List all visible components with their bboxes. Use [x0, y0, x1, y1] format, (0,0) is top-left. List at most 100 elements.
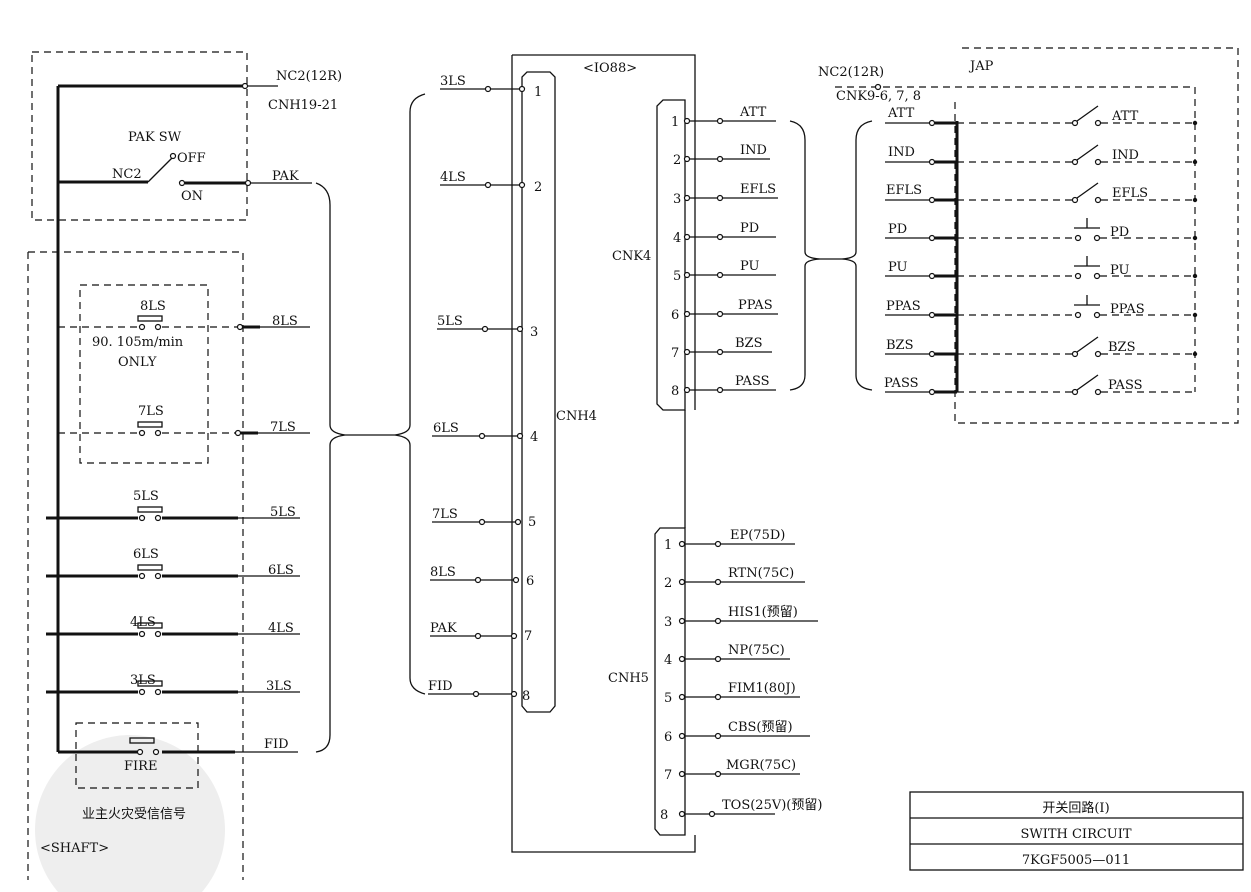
- cnk4-label: CNK4: [612, 249, 651, 264]
- cnh4-pin: 7LS 5: [432, 507, 536, 530]
- cnh5-pin-label: FIM1(80J): [728, 681, 796, 696]
- jap-row: BZS BZS: [885, 336, 1198, 358]
- jap-row-out-label: PASS: [1108, 378, 1143, 393]
- jap-nc2-12r: NC2(12R): [818, 65, 884, 80]
- cnk4-pin-number: 6: [671, 308, 679, 323]
- speed-note: 90. 105m/min: [92, 335, 184, 350]
- cnh5-pin-number: 4: [664, 653, 672, 668]
- cnh5-pin-number: 7: [664, 768, 672, 783]
- jap-row: PU PU: [885, 256, 1198, 280]
- cnh5-pin-label: RTN(75C): [728, 566, 794, 581]
- pak-output-label: PAK: [272, 169, 299, 184]
- title-block: 开关回路(Ⅰ) SWITH CIRCUIT 7KGF5005—011: [909, 791, 1244, 871]
- cnh4-pins: 3LS 1 4LS 2 5LS 3 6LS 4 7LS 5: [428, 74, 542, 704]
- cnh5-pin-label: HIS1(预留): [728, 605, 798, 620]
- cnh4-pin-label: 6LS: [433, 421, 459, 436]
- off-label: OFF: [177, 151, 206, 166]
- jap-row-in-label: PASS: [884, 376, 919, 391]
- cnh4-pin-number: 6: [526, 574, 534, 589]
- cnh5-pin-label: CBS(预留): [728, 720, 793, 735]
- left-nc2-12r: NC2(12R): [276, 69, 342, 84]
- cnk4-pin-number: 5: [673, 269, 681, 284]
- cnh4-pin-label: 5LS: [437, 314, 463, 329]
- cnh4-label: CNH4: [556, 409, 597, 424]
- cnk4-pin-number: 4: [673, 231, 681, 246]
- switch-4ls-label: 4LS: [130, 615, 156, 630]
- cnh4-pin-number: 5: [528, 515, 536, 530]
- nc2-label: NC2: [112, 167, 142, 182]
- cnh4-pin: FID 8: [428, 679, 530, 704]
- cnk4-pin: 7 BZS: [671, 336, 772, 361]
- cnh5-pin-number: 2: [664, 576, 672, 591]
- cnh4-pin-label: PAK: [430, 621, 457, 636]
- jap-cnk9-label: CNK9-6, 7, 8: [836, 89, 921, 104]
- jap-section: JAP NC2(12R) CNK9-6, 7, 8 ATT ATT IND IN…: [789, 47, 1239, 424]
- cnh4-pin-number: 1: [534, 85, 542, 100]
- jap-row-out-label: PU: [1110, 263, 1130, 278]
- left-section: NC2(12R) CNH19-21 PAK SW NC2 OFF ON PAK …: [27, 51, 426, 880]
- cnk4-pin-label: BZS: [735, 336, 763, 351]
- cnk4-pin-number: 3: [673, 192, 681, 207]
- output-7ls-label: 7LS: [270, 420, 296, 435]
- cnh5-pin-number: 1: [664, 538, 672, 553]
- cnk4-pin-label: PD: [740, 221, 759, 236]
- cnk4-pin-number: 1: [671, 115, 679, 130]
- cnh4-pin: 4LS 2: [440, 170, 542, 195]
- output-8ls-label: 8LS: [272, 314, 298, 329]
- cnh5-pin-number: 8: [660, 808, 668, 823]
- jap-row-out-label: ATT: [1111, 109, 1139, 124]
- left-cnh19-21: CNH19-21: [268, 98, 338, 113]
- title-code: 7KGF5005—011: [1022, 853, 1130, 868]
- output-5ls-label: 5LS: [270, 505, 296, 520]
- cnk4-pin-label: IND: [740, 143, 767, 158]
- cnk4-pin: 8 PASS: [671, 374, 776, 399]
- cnh5-pin: 1 EP(75D): [664, 528, 795, 553]
- cnh5-pin-number: 6: [664, 730, 672, 745]
- cnh4-pin-label: 8LS: [430, 565, 456, 580]
- on-label: ON: [181, 189, 203, 204]
- cnh4-pin-label: 7LS: [432, 507, 458, 522]
- cnh5-pin: 3 HIS1(预留): [664, 605, 818, 630]
- cnh4-pin-number: 3: [530, 325, 538, 340]
- cnh5-pin: 4 NP(75C): [664, 643, 790, 668]
- cnk4-pin-label: ATT: [739, 105, 767, 120]
- cnk4-pin-label: PASS: [735, 374, 770, 389]
- cnh4-pin-label: 4LS: [440, 170, 466, 185]
- jap-row: PD PD: [885, 218, 1198, 242]
- jap-row-in-label: EFLS: [886, 183, 922, 198]
- jap-row: PPAS PPAS: [885, 295, 1198, 319]
- cnh5-pins: 1 EP(75D) 2 RTN(75C) 3 HIS1(预留) 4 NP(75C…: [660, 528, 822, 823]
- cnh5-pin-label: NP(75C): [728, 643, 785, 658]
- jap-row-in-label: PD: [888, 222, 907, 237]
- output-3ls-label: 3LS: [266, 679, 292, 694]
- cnk4-pin: 3 EFLS: [673, 182, 778, 207]
- title-cn: 开关回路(Ⅰ): [1042, 800, 1109, 816]
- jap-row-in-label: IND: [888, 145, 915, 160]
- cnh4-pin-number: 2: [534, 180, 542, 195]
- cnh4-pin-number: 4: [530, 430, 538, 445]
- cnh5-pin-number: 3: [664, 615, 672, 630]
- output-fid-label: FID: [264, 737, 289, 752]
- jap-row-in-label: ATT: [887, 106, 915, 121]
- cnh5-pin-label: TOS(25V)(预留): [722, 798, 822, 813]
- jap-row: EFLS EFLS: [885, 182, 1198, 204]
- io88-board: <IO88> CNH4 CNK4 CNH5 3LS 1 4LS 2 5LS 3: [428, 54, 822, 853]
- jap-row-out-label: IND: [1112, 148, 1139, 163]
- cnh5-pin: 5 FIM1(80J): [664, 681, 800, 706]
- jap-row-in-label: PPAS: [886, 299, 921, 314]
- shaft-label: <SHAFT>: [40, 841, 109, 856]
- cnk4-pin: 2 IND: [673, 143, 770, 168]
- watermark: [35, 735, 225, 892]
- cnk4-pin: 4 PD: [673, 221, 776, 246]
- cnh5-pin: 7 MGR(75C): [664, 758, 800, 783]
- cnk4-pin: 1 ATT: [671, 105, 776, 130]
- cnh4-pin-number: 7: [524, 629, 532, 644]
- cnk4-pin-number: 8: [671, 384, 679, 399]
- cnk4-pin: 5 PU: [673, 259, 776, 284]
- jap-row: IND IND: [885, 144, 1198, 166]
- cnh4-pin: PAK 7: [430, 621, 532, 644]
- cnk4-pins: 1 ATT 2 IND 3 EFLS 4 PD 5 PU: [671, 105, 778, 399]
- cnh5-pin-number: 5: [664, 691, 672, 706]
- pak-sw-label: PAK SW: [128, 130, 182, 145]
